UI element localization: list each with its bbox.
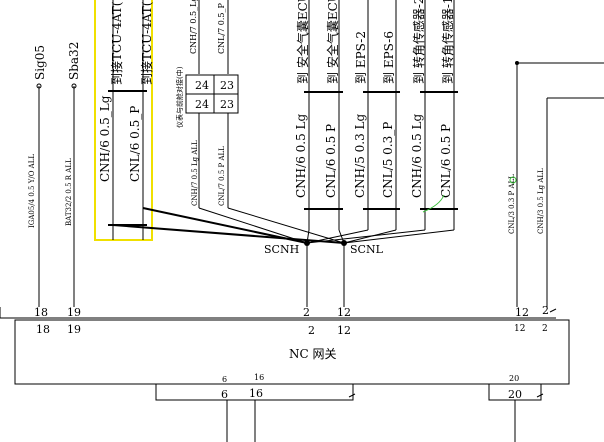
top-pin-2r: 2 — [542, 304, 549, 317]
tcu-wire-2: CNL/6 0.5_P — [128, 106, 142, 182]
splice-scnl: SCNL — [350, 243, 384, 256]
inner-pin-12r: 12 — [514, 324, 525, 334]
inner-pin-19: 19 — [67, 323, 81, 336]
dest-wire-3: CNH/5 0.3 Lg — [353, 113, 367, 198]
bottom-pin-6: 6 — [221, 388, 228, 401]
bottom-pin-20: 20 — [508, 388, 522, 401]
tcu-dest-2: 到接TCU-4AT( — [139, 2, 154, 85]
bottom-connector-right: 20 — [488, 384, 544, 442]
inner-pin-6: 6 — [222, 375, 227, 384]
splice-wires: SCNH SCNL — [112, 207, 455, 307]
inner-pin-2: 2 — [308, 324, 315, 337]
conn-wire-bot-1: CNH/7 0.5 Lg ALL — [191, 140, 199, 206]
top-pin-12r: 12 — [515, 306, 529, 319]
dest-label-6: 到 转角传感器-1 — [440, 0, 455, 84]
dest-wire-1: CNH/6 0.5 Lg — [294, 113, 308, 198]
pin-23b: 23 — [220, 98, 234, 111]
dest-label-2: 到 安全气囊ECU — [325, 0, 340, 84]
connector-block: CNH/7 0.5_Lg CNL/7 0.5_P 24 23 24 23 仪表与… — [175, 0, 239, 208]
pin-24a: 24 — [195, 79, 209, 92]
inner-pin-20: 20 — [509, 374, 519, 383]
inner-pin-2r: 2 — [542, 324, 548, 334]
conn-wire-top-1: CNH/7 0.5_Lg — [189, 0, 198, 54]
top-connector: 18 19 2 12 12 2 — [0, 304, 557, 319]
inner-pin-12: 12 — [337, 324, 351, 337]
tcu-group: 到接TCU-4AT( 到接TCU-4AT( CNH/6 0.5_Lg CNL/6… — [94, 0, 154, 241]
right-wire-1: CNL/3 0.3 P ALL — [508, 174, 516, 234]
dest-wire-6: CNL/6 0.5 P — [439, 124, 453, 198]
top-pin-12: 12 — [337, 306, 351, 319]
splice-scnh: SCNH — [264, 243, 299, 256]
top-pin-2: 2 — [303, 306, 310, 319]
module-label: NC 网关 — [289, 347, 337, 361]
dest-wire-5: CNH/6 0.5 Lg — [410, 113, 424, 198]
conn-wire-top-2: CNL/7 0.5_P — [217, 3, 226, 54]
wire-label-iga05: IGA05/4 0.5 Y/O ALL — [28, 154, 36, 228]
right-wire-2: CNH/3 0.5 Lg ALL — [537, 168, 545, 234]
dest-label-3: 到 EPS-2 — [354, 31, 368, 84]
bottom-pin-16: 16 — [249, 387, 263, 400]
wire-label-bat32: BAT32/2 0.5 R ALL — [65, 158, 73, 226]
dest-label-5: 到 转角传感器-2 — [411, 0, 426, 84]
top-pin-19: 19 — [67, 306, 81, 319]
conn-label: 仪表与前舱对接(中) — [175, 66, 184, 128]
signal-sba32: Sba32 — [67, 42, 81, 80]
dest-label-1: 到 安全气囊ECU — [295, 0, 310, 84]
signal-sig05: Sig05 — [33, 45, 47, 80]
inner-pin-16: 16 — [254, 373, 264, 382]
highlight-box — [94, 0, 153, 241]
destinations: 到 安全气囊ECU 到 安全气囊ECU 到 EPS-2 到 EPS-6 到 转角… — [294, 0, 458, 230]
inner-pin-18: 18 — [36, 323, 50, 336]
tcu-dest-1: 到接TCU-4AT( — [109, 2, 124, 85]
nc-gateway-module: 18 19 2 12 12 2 NC 网关 6 16 20 — [14, 319, 570, 385]
dest-wire-2: CNL/6 0.5 P — [324, 124, 338, 198]
pin-23a: 23 — [220, 79, 234, 92]
right-wires: CNL/3 0.3 P ALL CNH/3 0.5 Lg ALL — [508, 61, 604, 307]
top-pin-18: 18 — [34, 306, 48, 319]
dest-wire-4: CNL/5 0.3_P — [381, 122, 395, 198]
left-signals: Sig05 IGA05/4 0.5 Y/O ALL Sba32 BAT32/2 … — [28, 42, 81, 307]
pin-24b: 24 — [195, 98, 209, 111]
conn-wire-bot-2: CNL/7 0.5 P ALL — [218, 146, 226, 206]
dest-label-4: 到 EPS-6 — [382, 31, 396, 84]
tcu-wire-1: CNH/6 0.5_Lg — [98, 95, 112, 182]
bottom-connector-left: 6 16 — [155, 384, 356, 442]
